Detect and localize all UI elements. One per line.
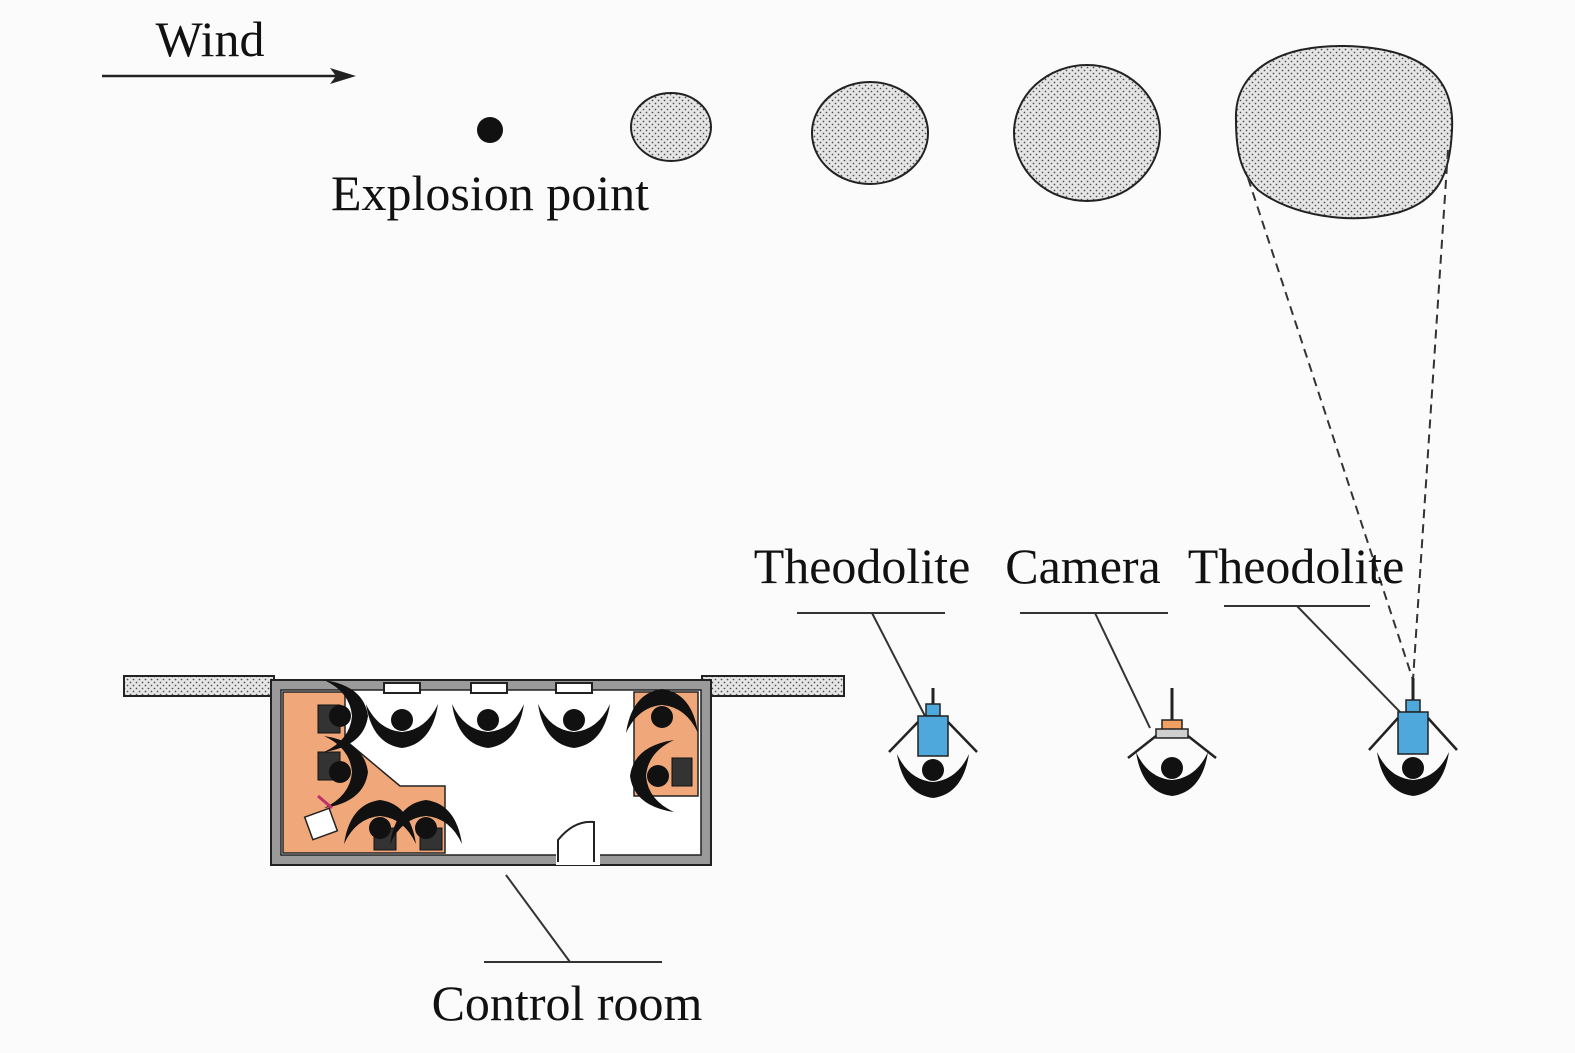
explosion-point-dot-icon <box>477 117 503 143</box>
smoke-cloud-icon <box>630 92 712 162</box>
control-room <box>123 675 845 866</box>
operator-person-icon <box>1377 752 1449 796</box>
theodolite-icon <box>1397 711 1429 755</box>
explosion-point-label: Explosion point <box>331 165 649 221</box>
theodolite-icon <box>917 715 949 757</box>
smoke-cloud-icon <box>1234 44 1454 220</box>
bin-icon <box>303 794 339 841</box>
wind-arrow-icon <box>102 68 356 84</box>
operator-person-icon <box>897 754 969 798</box>
camera-icon <box>1155 728 1189 739</box>
theodolite-left-label: Theodolite <box>754 538 971 594</box>
operator-person-icon <box>1136 752 1208 796</box>
smoke-cloud-icon <box>1013 64 1161 202</box>
camera-label: Camera <box>1005 538 1160 594</box>
smoke-cloud-icon <box>811 81 929 185</box>
wind-label: Wind <box>155 11 264 67</box>
theodolite-right-label: Theodolite <box>1188 538 1405 594</box>
theodolite-left-station <box>888 688 978 798</box>
control-room-label: Control room <box>432 975 703 1031</box>
theodolite-right-station <box>1368 678 1458 796</box>
camera-station <box>1127 688 1217 796</box>
leader-lines <box>797 605 1401 729</box>
sight-lines <box>1247 149 1449 681</box>
door-icon <box>556 820 600 865</box>
control-room-leader <box>484 874 662 963</box>
